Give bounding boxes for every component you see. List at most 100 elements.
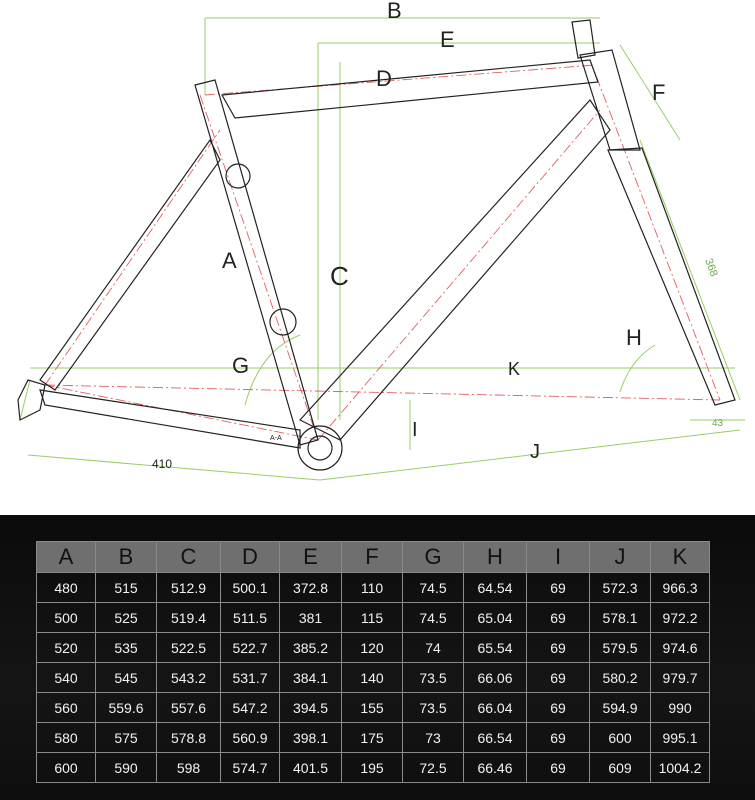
cell: 69	[526, 722, 590, 753]
header-i: I	[526, 541, 590, 573]
cell: 512.9	[156, 572, 221, 603]
cell: 394.5	[279, 692, 342, 723]
table-row: 520 535 522.5 522.7 385.2 120 74 65.54 6…	[36, 632, 710, 663]
cell: 120	[341, 632, 403, 663]
cell: 115	[341, 602, 403, 633]
cell: 578.1	[589, 602, 651, 633]
cell: 69	[526, 692, 590, 723]
cell: 594.9	[589, 692, 651, 723]
cell: 69	[526, 572, 590, 603]
cell: 540	[36, 662, 96, 693]
cell: 600	[36, 752, 96, 783]
cell: 547.2	[220, 692, 280, 723]
cell: 73.5	[402, 692, 464, 723]
cell: 480	[36, 572, 96, 603]
cell: 66.06	[463, 662, 527, 693]
cell: 580.2	[589, 662, 651, 693]
cell: 69	[526, 662, 590, 693]
geometry-table: A B C D E F G H I J K 480 515 512.9 500.…	[36, 541, 710, 783]
dimension-lines	[19, 17, 745, 481]
cell: 515	[95, 572, 157, 603]
cell: 384.1	[279, 662, 342, 693]
headtube-value: 368	[702, 257, 720, 278]
cell: 522.5	[156, 632, 221, 663]
cell: 175	[341, 722, 403, 753]
cell: 155	[341, 692, 403, 723]
label-b: B	[387, 0, 402, 23]
label-k: K	[508, 359, 520, 379]
cell: 535	[95, 632, 157, 663]
table-row: 500 525 519.4 511.5 381 115 74.5 65.04 6…	[36, 602, 710, 633]
table-row: 480 515 512.9 500.1 372.8 110 74.5 64.54…	[36, 572, 710, 603]
cell: 73	[402, 722, 464, 753]
cell: 609	[589, 752, 651, 783]
cell: 69	[526, 752, 590, 783]
cell: 195	[341, 752, 403, 783]
cell: 74	[402, 632, 464, 663]
label-d: D	[376, 66, 392, 91]
cell: 65.04	[463, 602, 527, 633]
cell: 559.6	[95, 692, 157, 723]
cell: 522.7	[220, 632, 280, 663]
cell: 572.3	[589, 572, 651, 603]
cell: 72.5	[402, 752, 464, 783]
cell: 500.1	[220, 572, 280, 603]
cell: 398.1	[279, 722, 342, 753]
table-header-row: A B C D E F G H I J K	[36, 541, 710, 573]
cell: 74.5	[402, 602, 464, 633]
cell: 385.2	[279, 632, 342, 663]
header-h: H	[463, 541, 527, 573]
cell: 560	[36, 692, 96, 723]
header-g: G	[402, 541, 464, 573]
cell: 66.54	[463, 722, 527, 753]
frame-drawing: B E D F A C H G K I J 410 368 43 A-A	[17, 0, 745, 481]
cell: 578.8	[156, 722, 221, 753]
label-g: G	[232, 353, 249, 378]
cell: 560.9	[220, 722, 280, 753]
cell: 990	[650, 692, 710, 723]
cell: 69	[526, 632, 590, 663]
cell: 545	[95, 662, 157, 693]
table-row: 600 590 598 574.7 401.5 195 72.5 66.46 6…	[36, 752, 710, 783]
label-c: C	[330, 261, 349, 291]
cell: 66.46	[463, 752, 527, 783]
header-f: F	[341, 541, 403, 573]
cell: 974.6	[650, 632, 710, 663]
cell: 401.5	[279, 752, 342, 783]
cell: 500	[36, 602, 96, 633]
header-c: C	[156, 541, 221, 573]
header-d: D	[220, 541, 280, 573]
label-a: A	[222, 248, 237, 273]
cell: 74.5	[402, 572, 464, 603]
cell: 979.7	[650, 662, 710, 693]
frame-mark: A-A	[270, 435, 282, 442]
table-row: 580 575 578.8 560.9 398.1 175 73 66.54 6…	[36, 722, 710, 753]
cell: 598	[156, 752, 221, 783]
cell: 73.5	[402, 662, 464, 693]
cell: 575	[95, 722, 157, 753]
table-row: 540 545 543.2 531.7 384.1 140 73.5 66.06…	[36, 662, 710, 693]
label-i: I	[412, 419, 418, 441]
cell: 972.2	[650, 602, 710, 633]
cell: 65.54	[463, 632, 527, 663]
cell: 64.54	[463, 572, 527, 603]
table-row: 560 559.6 557.6 547.2 394.5 155 73.5 66.…	[36, 692, 710, 723]
cell: 995.1	[650, 722, 710, 753]
cell: 557.6	[156, 692, 221, 723]
chainstay-value: 410	[152, 457, 172, 471]
cell: 69	[526, 602, 590, 633]
cell: 579.5	[589, 632, 651, 663]
label-e: E	[440, 27, 455, 52]
cell: 66.04	[463, 692, 527, 723]
cell: 531.7	[220, 662, 280, 693]
cell: 372.8	[279, 572, 342, 603]
fork-offset-value: 43	[712, 418, 724, 429]
cell: 590	[95, 752, 157, 783]
cell: 520	[36, 632, 96, 663]
cell: 580	[36, 722, 96, 753]
cell: 543.2	[156, 662, 221, 693]
cell: 110	[341, 572, 403, 603]
cell: 574.7	[220, 752, 280, 783]
label-j: J	[530, 441, 540, 463]
header-k: K	[650, 541, 710, 573]
